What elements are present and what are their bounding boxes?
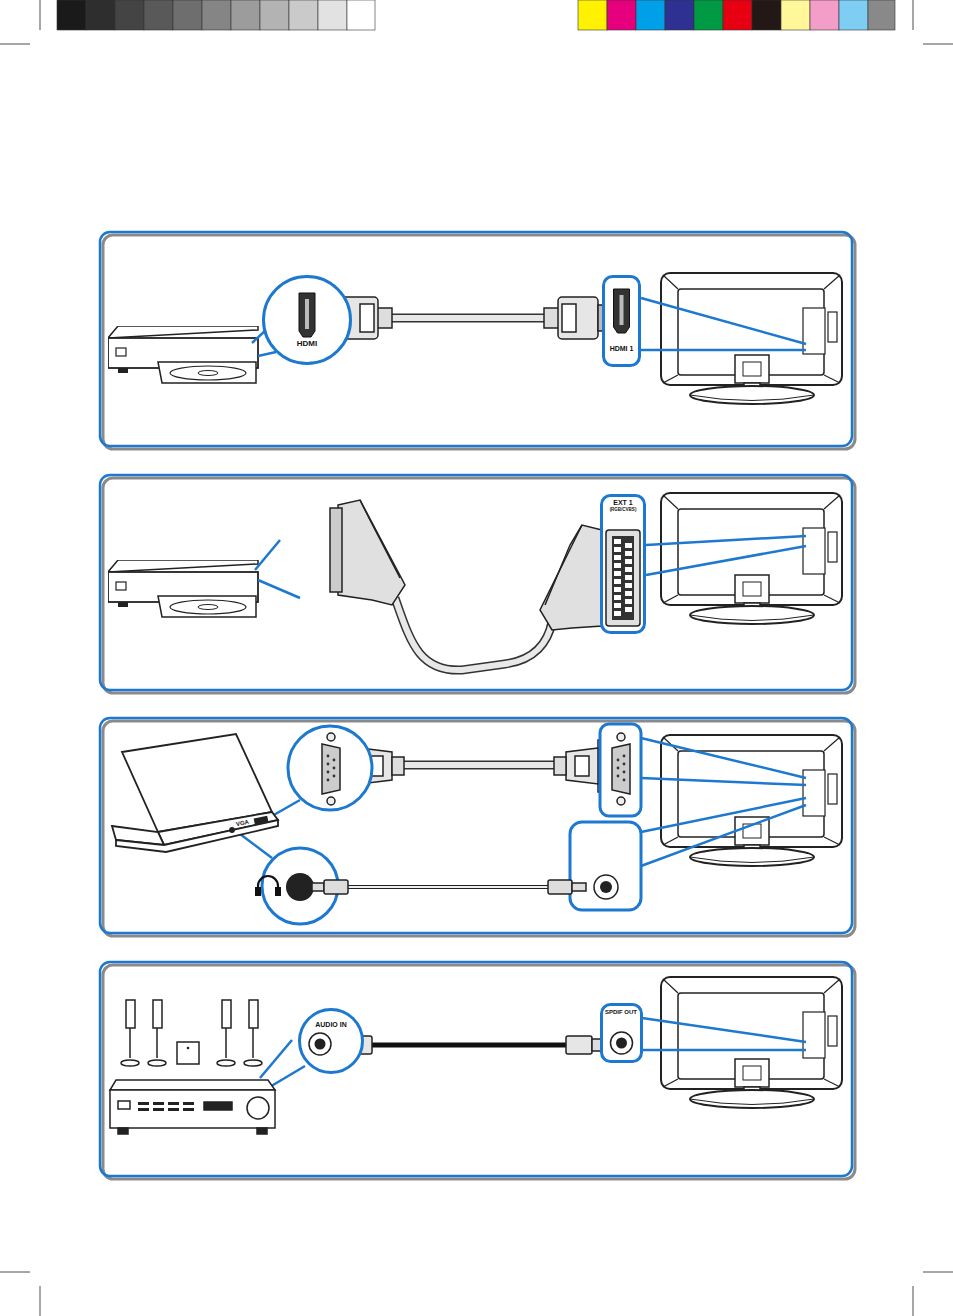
- bubble-outline: [600, 494, 646, 634]
- scart-pin: [614, 611, 621, 616]
- bubble-rounded: [604, 277, 640, 366]
- scart-pin: [625, 575, 632, 580]
- bubble-text-area: HDMI 1: [602, 275, 641, 353]
- scart-pin: [614, 547, 621, 552]
- bubble-rounded: [602, 496, 645, 633]
- scart-port-inner: [612, 536, 634, 620]
- scart-pin: [625, 559, 632, 564]
- scart-pin: [614, 587, 621, 592]
- audio-jack: [309, 1033, 331, 1055]
- scart-pin: [614, 539, 621, 544]
- audio-jack-hole: [315, 1039, 326, 1050]
- scart-pin: [614, 571, 621, 576]
- scart-pin: [614, 579, 621, 584]
- callout-bubble: AUDIO IN: [298, 1008, 364, 1074]
- callout-bubble: HDMI: [262, 275, 352, 365]
- port-label: AUDIO IN: [302, 1008, 360, 1029]
- scart-pin: [625, 551, 632, 556]
- bubble-circle: [264, 277, 351, 364]
- bubble-text-area: AUDIO IN: [298, 1008, 364, 1029]
- scart-port: [606, 530, 640, 626]
- hdmi-port: [299, 293, 315, 337]
- bubble-text-area: HDMI: [262, 275, 352, 348]
- scart-pin: [625, 591, 632, 596]
- port-label: HDMI 1: [606, 275, 637, 353]
- hdmi-pins: [620, 295, 624, 325]
- hdmi-port: [614, 289, 630, 333]
- scart-pin: [625, 567, 632, 572]
- audio-jack: [610, 1032, 632, 1054]
- scart-pin: [614, 563, 621, 568]
- bubble-outline: [262, 275, 352, 365]
- bubble-outline: [602, 275, 641, 367]
- scart-pin: [625, 543, 632, 548]
- audio-jack-hole: [616, 1038, 627, 1049]
- callout-bubble: EXT 1(RGB/CVBS): [600, 494, 646, 634]
- cable: [364, 1045, 600, 1046]
- callout-bubble: HDMI 1: [602, 275, 641, 367]
- scart-pin: [614, 603, 621, 608]
- bubble-text-area: SPDIF OUT: [600, 1003, 643, 1016]
- cable-core: [364, 1043, 600, 1048]
- scart-pin: [625, 583, 632, 588]
- port-label: EXT 1: [604, 494, 642, 507]
- scart-pin: [625, 599, 632, 604]
- callout-bubble: SPDIF OUT: [600, 1003, 643, 1063]
- port-label: SPDIF OUT: [604, 1003, 639, 1016]
- port-label: (RGB/CVBS): [604, 507, 642, 512]
- bubble-text-area: EXT 1(RGB/CVBS): [600, 494, 646, 512]
- scart-pin: [625, 607, 632, 612]
- port-label: HDMI: [266, 275, 348, 348]
- bubble-circle: [300, 1010, 363, 1073]
- bubble-outline: [298, 1008, 364, 1074]
- scart-pin: [614, 555, 621, 560]
- hdmi-pins: [305, 299, 309, 329]
- scart-pin: [614, 595, 621, 600]
